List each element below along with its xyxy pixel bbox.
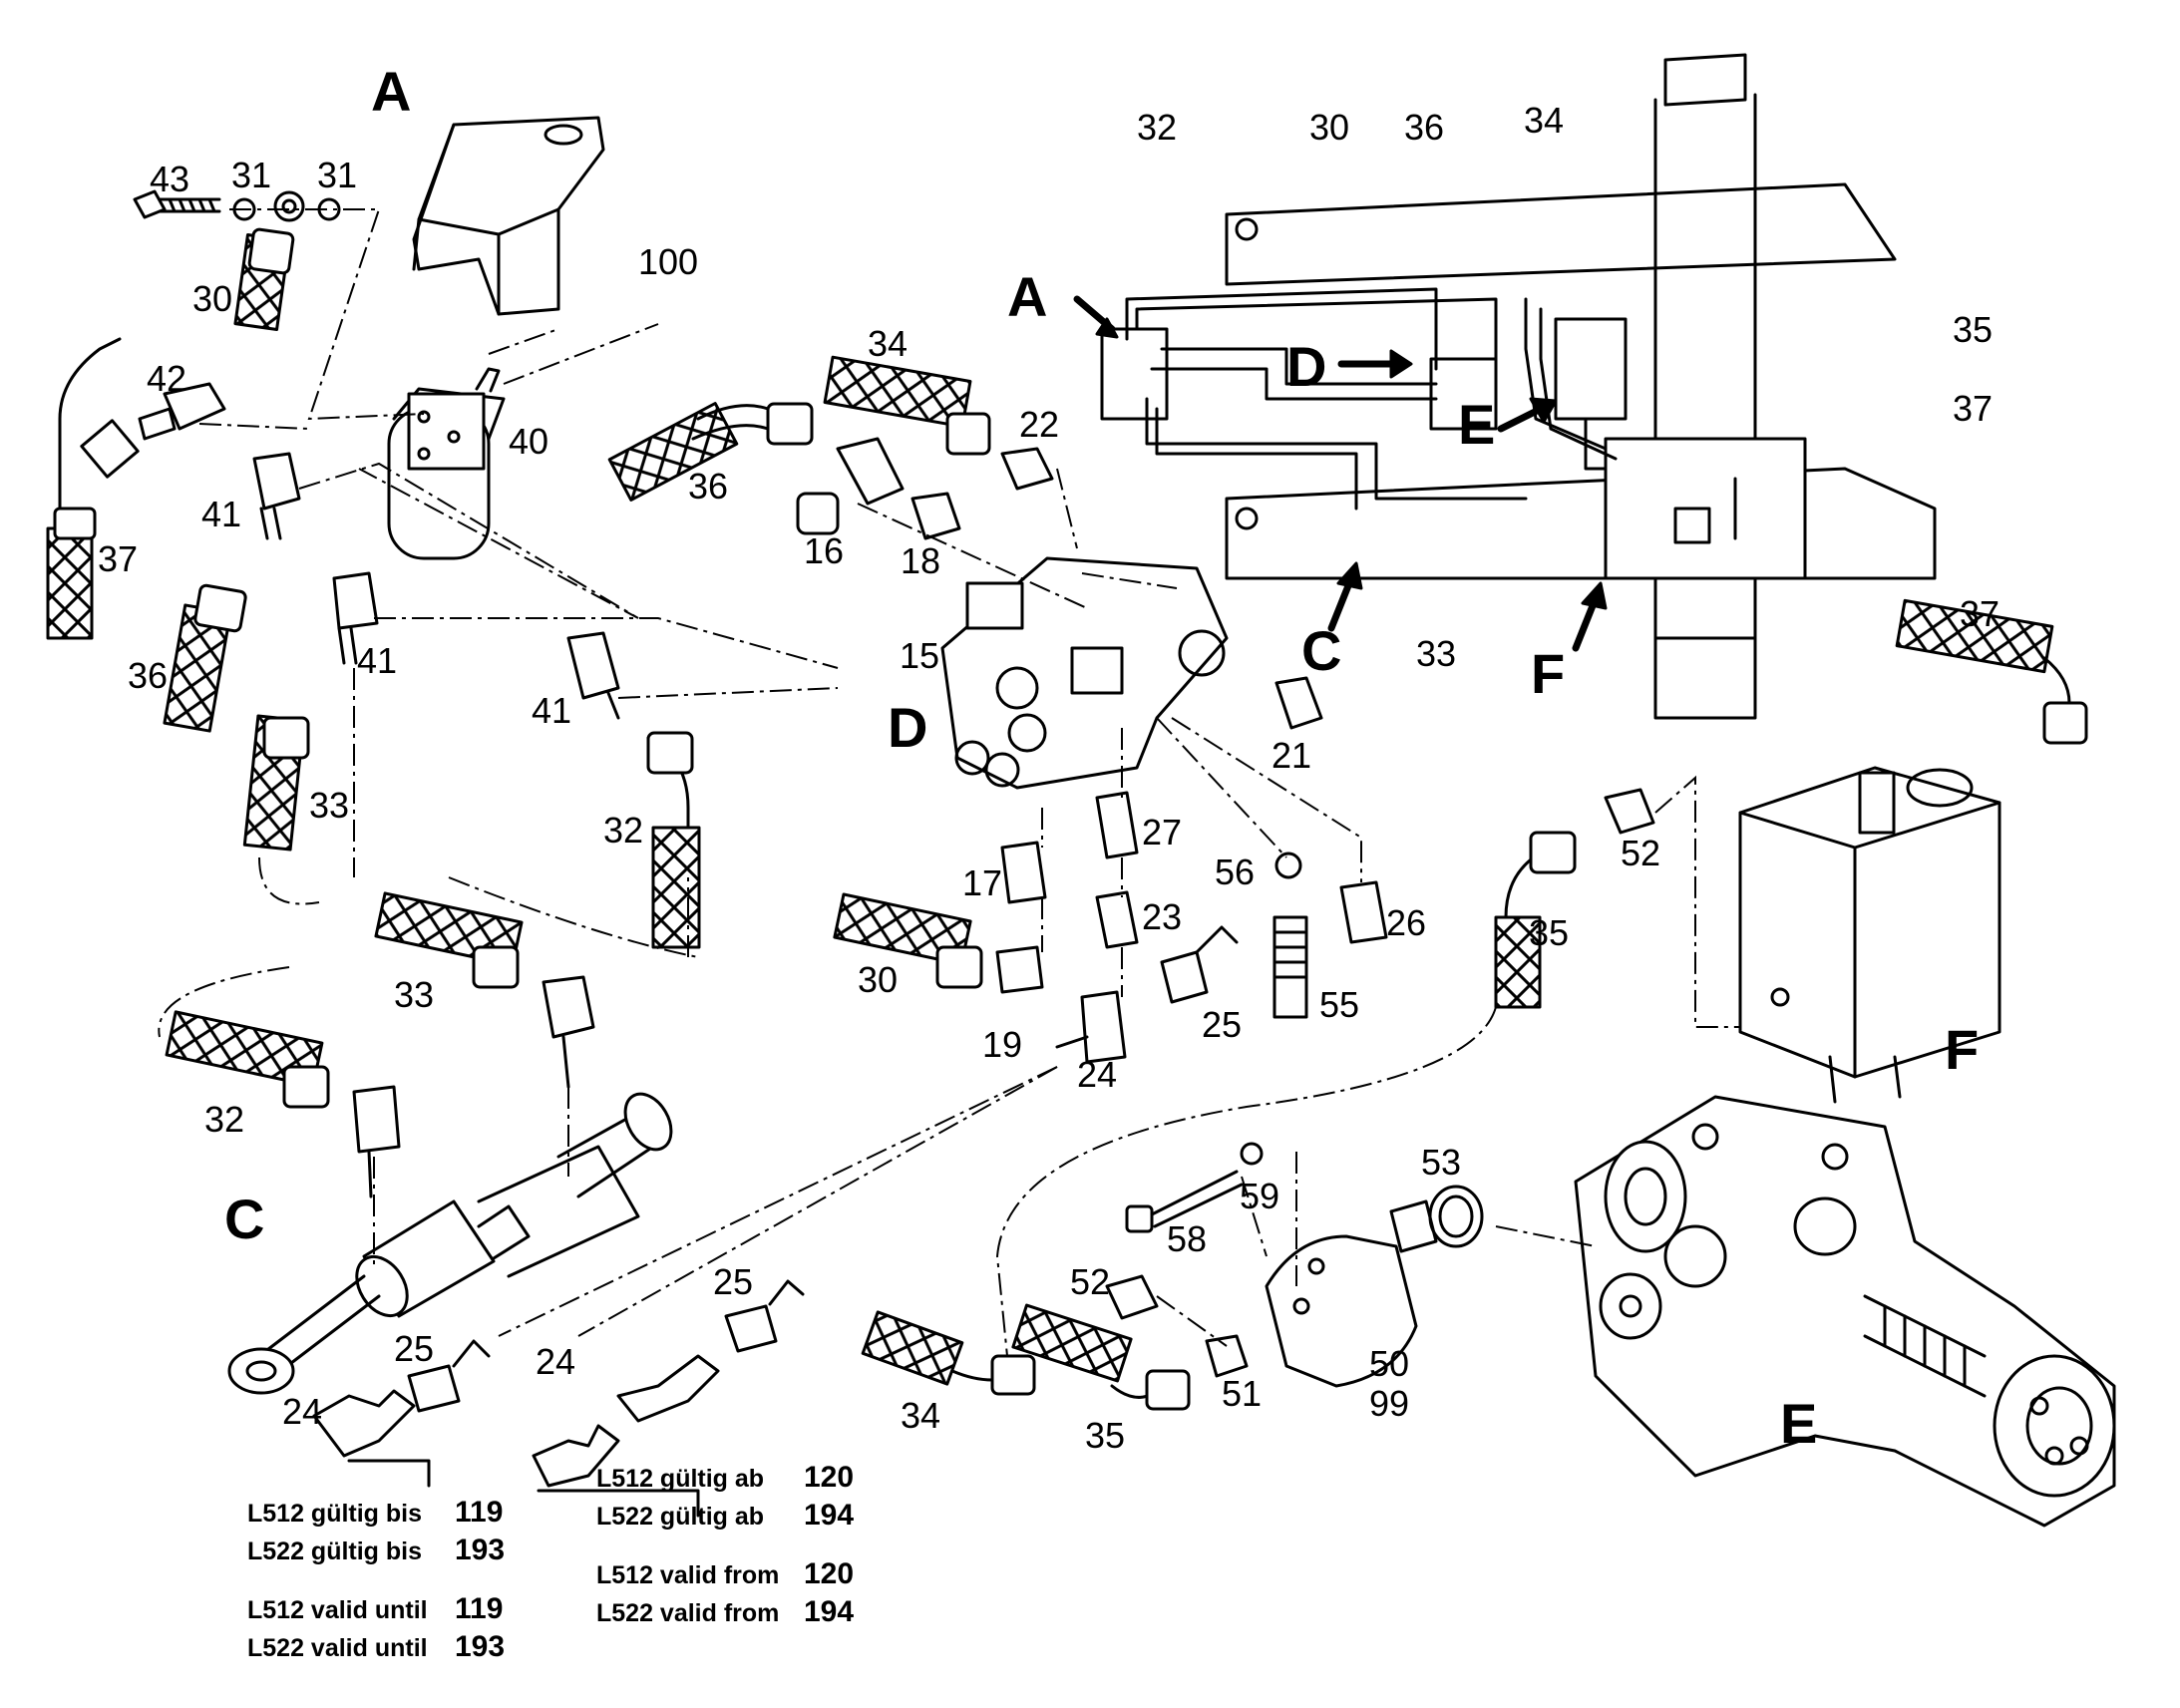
washer-56 xyxy=(1274,852,1302,879)
arrow-a xyxy=(1073,295,1119,339)
fitting-52-top xyxy=(1604,788,1655,835)
fitting-26 xyxy=(1339,880,1388,944)
tee-fitting-c-lower xyxy=(352,1085,401,1198)
elbow-25 xyxy=(1160,925,1239,1004)
hose-30-mid xyxy=(833,892,983,989)
fitting-41b xyxy=(332,571,379,665)
hose-32-mid xyxy=(165,1010,330,1109)
hose-32-left xyxy=(646,731,701,949)
washer-59 xyxy=(1240,1142,1264,1166)
fitting-27 xyxy=(1095,791,1139,859)
steering-unit-40 xyxy=(387,367,506,560)
hydraulic-cylinder xyxy=(227,1092,673,1395)
leader-lines xyxy=(158,208,1740,1357)
hose-33-left xyxy=(242,714,310,852)
frame-hydraulic-lines xyxy=(1125,287,1737,540)
steering-motor-50 xyxy=(1265,1199,1438,1388)
steering-axle xyxy=(1574,1095,2116,1528)
fitting-51 xyxy=(1205,1334,1249,1378)
arrow-d xyxy=(1337,349,1413,379)
hose-34-mid xyxy=(823,355,991,456)
hose-36-mid xyxy=(607,402,814,502)
fitting-18 xyxy=(910,492,961,540)
hose-35-bottom xyxy=(1011,1303,1191,1411)
elbow-25-new xyxy=(724,1279,805,1353)
hose-37-left xyxy=(46,337,140,640)
fitting-42 xyxy=(138,382,226,441)
tee-24-new xyxy=(532,1424,620,1488)
spacer-31 xyxy=(273,190,305,222)
hydraulic-tank xyxy=(1738,766,2001,1104)
fitting-52-bottom xyxy=(1105,1274,1159,1320)
elbow-25-old xyxy=(407,1339,491,1413)
tee-block-16 xyxy=(796,437,905,535)
fitting-41a xyxy=(252,452,301,540)
fitting-41c xyxy=(566,631,620,720)
hose-30-upper xyxy=(233,227,295,331)
bracket-line-old xyxy=(347,1459,431,1488)
tee-24 xyxy=(1055,990,1127,1064)
arrow-f xyxy=(1572,581,1608,652)
steering-column-frame xyxy=(1100,53,1937,720)
fitting-22 xyxy=(1000,447,1054,491)
hose-35-right xyxy=(1494,831,1577,1009)
hose-34-bottom xyxy=(861,1310,1036,1396)
bolt-43 xyxy=(133,189,221,219)
seal-ring-53 xyxy=(1428,1185,1484,1248)
arrow-e xyxy=(1497,397,1558,433)
fitting-17 xyxy=(1000,841,1047,904)
elbow-19 xyxy=(995,945,1044,994)
fitting-23 xyxy=(1095,890,1139,949)
valve-block-15 xyxy=(940,556,1229,790)
hose-36-left xyxy=(163,583,247,733)
hose-33-mid xyxy=(374,891,524,989)
tee-fitting-c-upper xyxy=(542,975,595,1089)
arrow-c xyxy=(1327,561,1363,632)
hose-37-right xyxy=(1895,598,2088,745)
fitting-21 xyxy=(1274,676,1323,730)
tee-24-new-b xyxy=(616,1354,720,1423)
bracket-line-new xyxy=(537,1489,700,1518)
bolt-58 xyxy=(1125,1170,1244,1233)
bracket-part xyxy=(412,116,605,316)
tee-24-old xyxy=(312,1389,416,1458)
screw-55 xyxy=(1272,915,1308,1019)
